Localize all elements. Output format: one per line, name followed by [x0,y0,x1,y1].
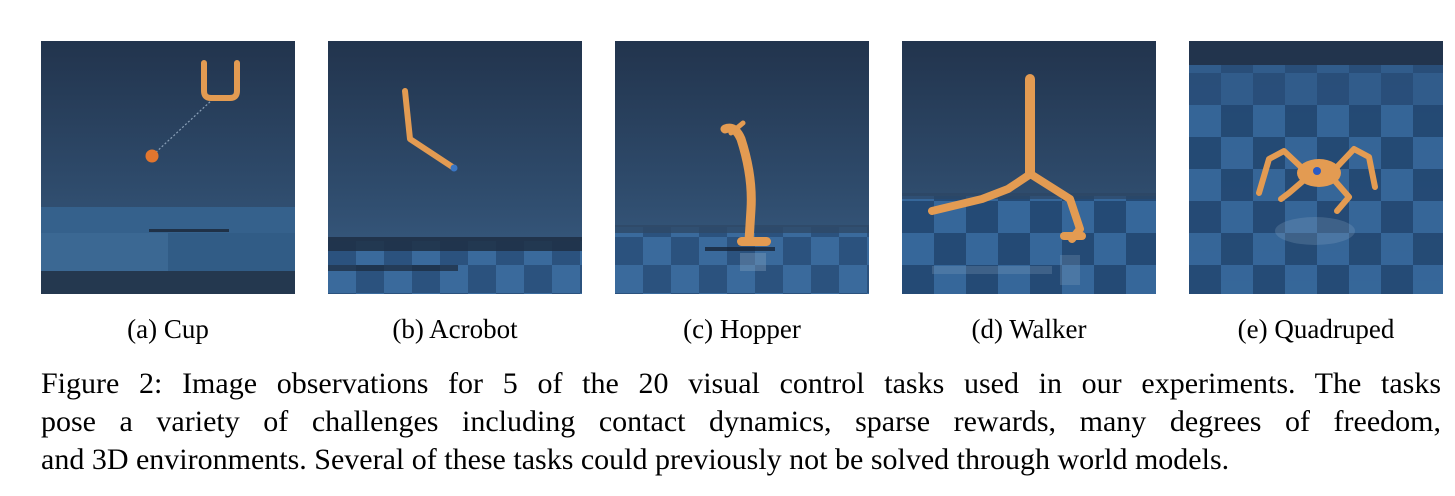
figure-caption-line: and 3D environments. Several of these ta… [41,443,1230,476]
caption-quadruped: (e) Quadruped [1237,314,1395,344]
quadruped-observation-image [1189,41,1443,294]
panel-walker [902,41,1156,294]
caption-hopper: (c) Hopper [683,314,801,344]
panel-quadruped [1189,41,1443,294]
figure-caption-line: pose a variety of challenges including c… [41,405,1441,438]
caption-cup: (a) Cup [127,314,209,344]
caption-acrobot: (b) Acrobot [392,314,518,344]
hopper-observation-image [615,41,869,294]
caption-walker: (d) Walker [971,314,1087,344]
acrobot-observation-image [328,41,582,294]
panel-acrobot [328,41,582,294]
panel-hopper [615,41,869,294]
panel-cup [41,41,295,294]
figure-caption-line: Figure 2: Image observations for 5 of th… [41,367,1441,400]
walker-observation-image [902,41,1156,294]
cup-observation-image [41,41,295,294]
figure-caption: Figure 2: Image observations for 5 of th… [41,365,1441,479]
